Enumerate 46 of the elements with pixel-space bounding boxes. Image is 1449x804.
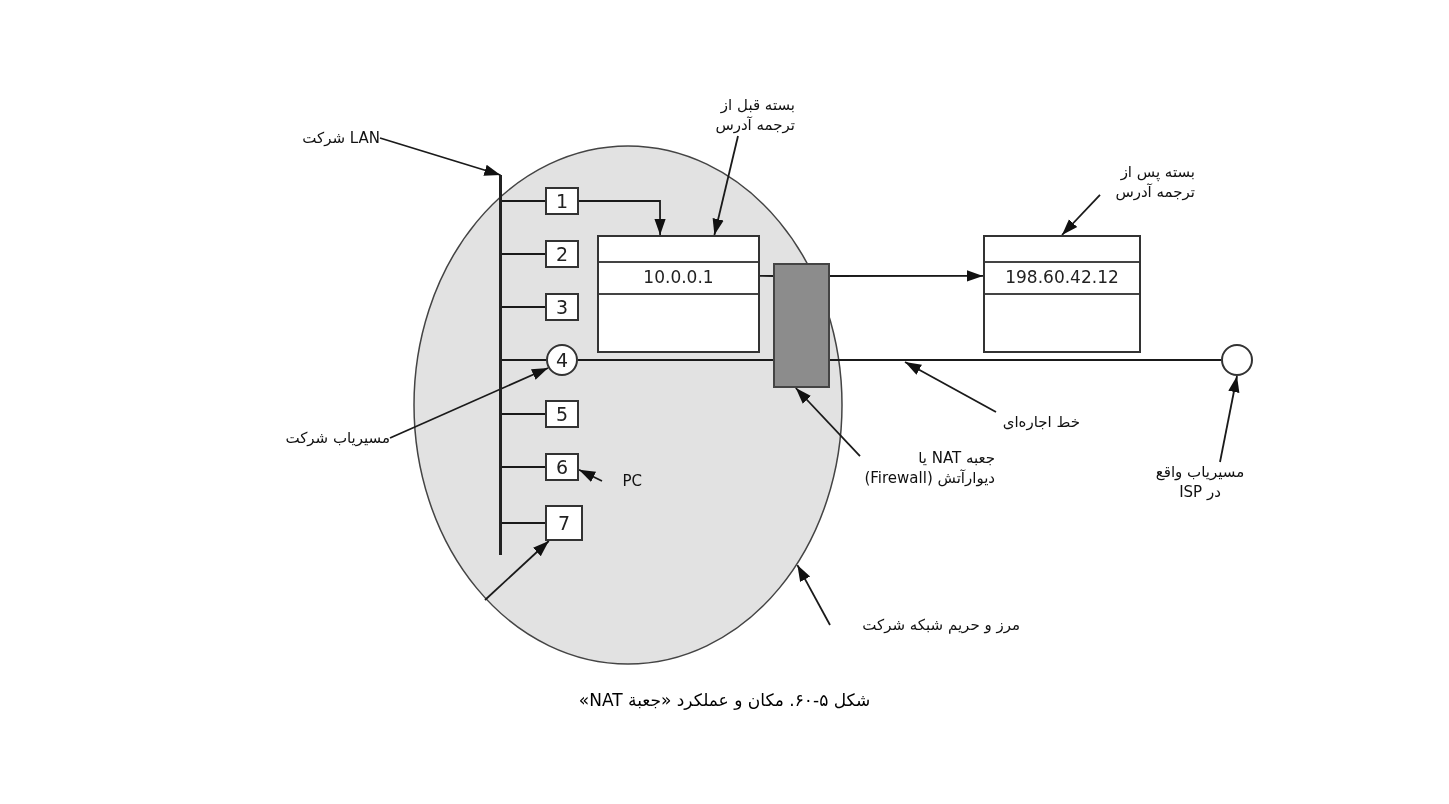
callout-text: PC (602, 471, 642, 492)
leader-line (578, 468, 603, 482)
network-line (501, 306, 546, 308)
network-line (501, 200, 546, 202)
leader-line (712, 135, 739, 236)
ip-address: 198.60.42.12 (1005, 267, 1119, 287)
host-box: 6 (545, 453, 579, 481)
network-line (829, 359, 1222, 361)
host-box: 1 (545, 187, 579, 215)
callout-text: مسیریاب واقع در ISP (1150, 462, 1250, 503)
leader-line (794, 387, 861, 458)
host-box: 2 (545, 240, 579, 268)
leader-line (389, 367, 549, 439)
callout-text: خط اجاره‌ای (960, 412, 1080, 433)
arrow (578, 200, 666, 236)
network-line (501, 413, 546, 415)
leader-line (484, 540, 550, 601)
figure-caption: شکل ۵-۶۰. مکان و عملکرد «جعبة NAT» (578, 690, 871, 710)
arrow (829, 270, 984, 282)
network-line (501, 359, 547, 361)
network-line (501, 253, 546, 255)
callout-text: LAN شرکت (240, 128, 380, 149)
network-line (759, 275, 774, 277)
network-line (501, 522, 546, 524)
host-box: 7 (545, 505, 583, 541)
leader-line (796, 564, 831, 626)
network-line (501, 466, 546, 468)
host-box: 5 (545, 400, 579, 428)
packet-box (597, 235, 760, 353)
packet-box (983, 235, 1141, 353)
host-box: 3 (545, 293, 579, 321)
ip-address: 10.0.0.1 (643, 267, 714, 287)
callout-text: بسته پس از ترجمه آدرس (1100, 162, 1195, 203)
lan-bus-line (499, 175, 502, 555)
callout-text: مرز و حریم شبکه شرکت (830, 615, 1020, 636)
network-line (577, 359, 774, 361)
callout-text: جعبه NAT یا دیوارآتش (Firewall) (860, 448, 995, 489)
callout-text: مسیریاب شرکت (240, 428, 390, 449)
network-boundary-ellipse (413, 145, 843, 665)
router-circle (1221, 344, 1253, 376)
leader-line (379, 137, 502, 176)
leader-line (1219, 375, 1240, 463)
leader-line (1061, 193, 1101, 236)
nat-box (773, 263, 830, 388)
callout-text: بسته قبل از ترجمه آدرس (700, 95, 795, 136)
leader-line (904, 361, 997, 413)
